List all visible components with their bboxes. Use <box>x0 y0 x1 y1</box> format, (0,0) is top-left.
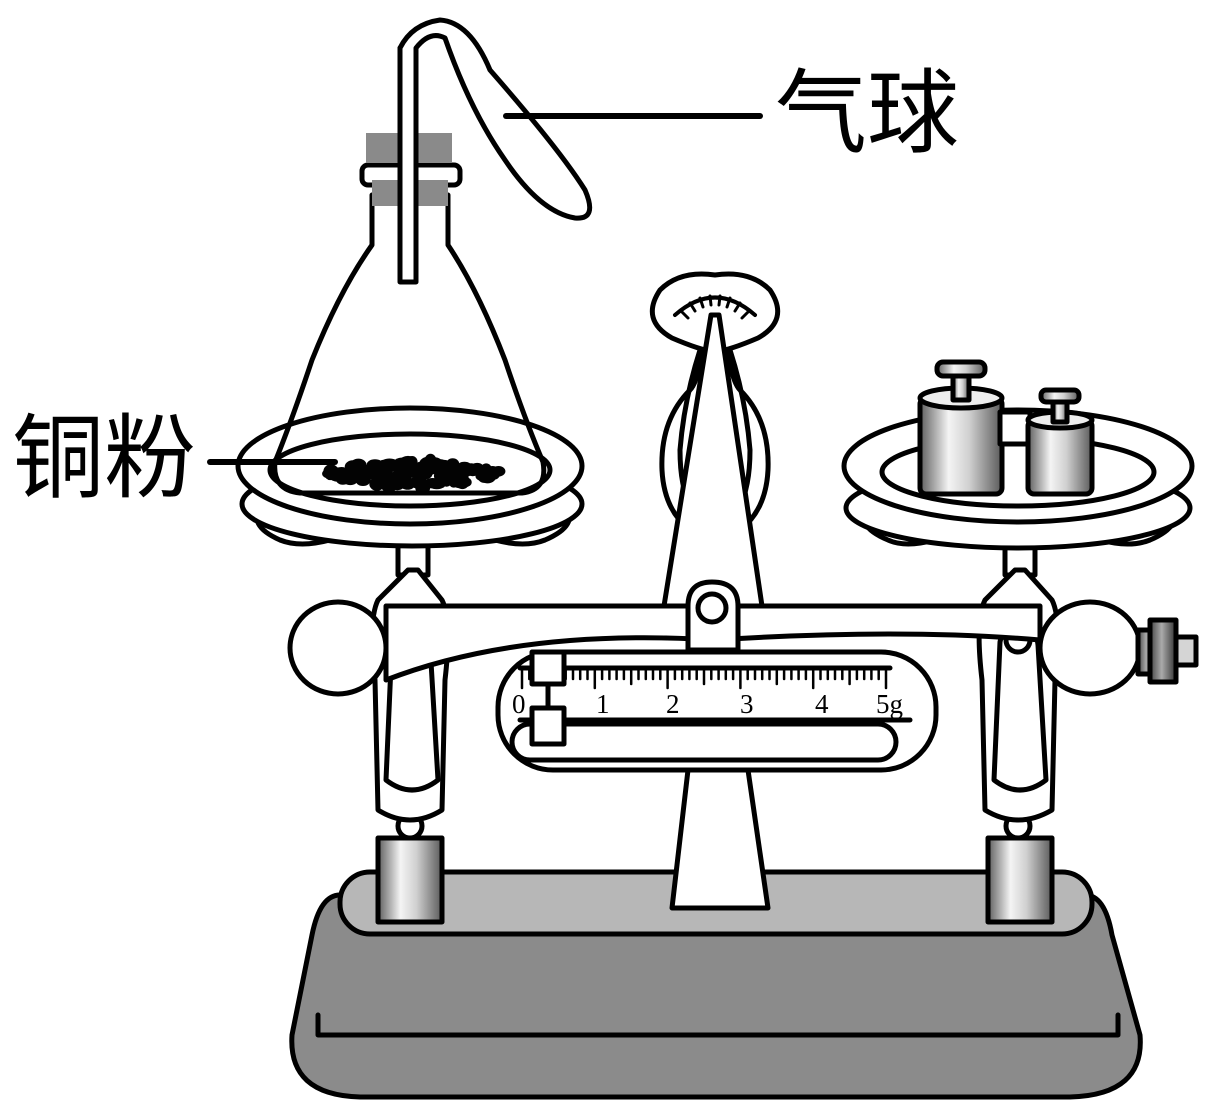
copper-powder-pile <box>322 453 506 495</box>
copper-granule <box>480 466 496 476</box>
glass-tube <box>397 45 419 285</box>
balloon <box>397 17 593 221</box>
copper-granule <box>369 477 385 491</box>
copper-granule <box>455 476 469 490</box>
weight-large <box>917 359 1005 497</box>
copper-granule <box>350 462 363 475</box>
copper-granule <box>323 464 339 479</box>
copper-granule <box>429 463 443 472</box>
copper-granule <box>406 456 418 468</box>
scale-tick-label-3: 3 <box>740 689 754 719</box>
scale-tick-label-5: 5g <box>876 689 903 719</box>
left-column <box>369 537 451 925</box>
rider <box>529 649 567 747</box>
right-column <box>976 537 1061 925</box>
copper-granule <box>433 469 450 483</box>
scale-tick-label-2: 2 <box>666 689 680 719</box>
dial-ticks <box>679 294 751 320</box>
left-pan <box>235 405 585 549</box>
copper-granule <box>355 472 371 486</box>
pointer-assembly <box>649 271 781 653</box>
copper-granule <box>409 476 423 489</box>
center-pillar <box>669 767 771 911</box>
scale-tick-label-4: 4 <box>815 689 829 719</box>
balloon-label: 气球 <box>775 60 959 167</box>
copper-granule <box>366 459 384 469</box>
rider-scale <box>495 649 939 773</box>
scale-tick-label-1: 1 <box>596 689 610 719</box>
copper-granule <box>390 473 408 483</box>
copper-granule <box>464 465 481 477</box>
scale-minor-ticks <box>520 666 888 690</box>
scale-tick-label-0: 0 <box>512 689 526 719</box>
balance-beam <box>287 599 1199 697</box>
weight-small <box>1025 387 1095 497</box>
copper-powder-label: 铜粉 <box>12 405 196 512</box>
